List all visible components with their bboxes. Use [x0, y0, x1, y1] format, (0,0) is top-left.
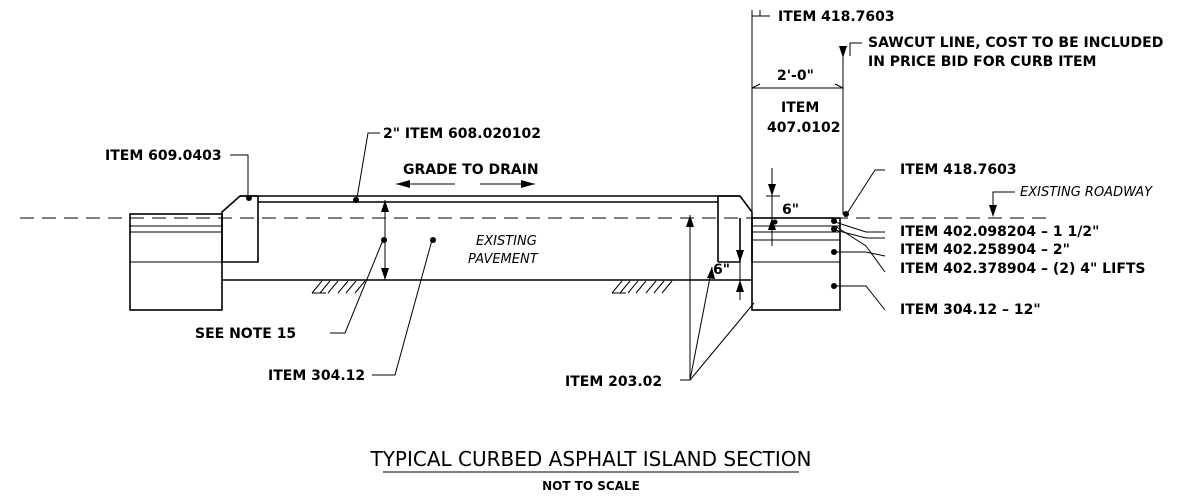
label-item-402-098204: ITEM 402.098204 – 1 1/2" [900, 224, 1099, 240]
label-item-608: 2" ITEM 608.020102 [383, 126, 541, 142]
label-sawcut-line2: IN PRICE BID FOR CURB ITEM [868, 54, 1096, 70]
left-roadway-block [129, 213, 223, 311]
label-item-418-top: ITEM 418.7603 [778, 9, 895, 25]
island-surface [222, 195, 752, 281]
label-item-402-258904: ITEM 402.258904 – 2" [900, 242, 1070, 258]
diagram-title: TYPICAL CURBED ASPHALT ISLAND SECTION [370, 447, 812, 471]
label-existing-roadway: EXISTING ROADWAY [1020, 185, 1153, 200]
label-curb-item-2: 407.0102 [767, 120, 841, 136]
label-item-304-12-right: ITEM 304.12 – 12" [900, 302, 1041, 318]
label-item-418-right: ITEM 418.7603 [900, 162, 1017, 178]
left-curb [221, 195, 259, 263]
label-existing-pavement-2: PAVEMENT [468, 252, 539, 267]
ground-hatch-right [611, 280, 673, 294]
label-item-402-378904: ITEM 402.378904 – (2) 4" LIFTS [900, 261, 1146, 277]
label-dim-2ft: 2'-0" [777, 68, 814, 84]
label-see-note-15: SEE NOTE 15 [195, 326, 296, 342]
right-curb [717, 195, 753, 262]
label-existing-pavement-1: EXISTING [476, 234, 537, 249]
label-dim-6in-top: 6" [782, 202, 799, 218]
label-curb-item-1: ITEM [781, 100, 819, 116]
label-item-203-02: ITEM 203.02 [565, 374, 662, 390]
right-pavement-structure [751, 217, 841, 311]
ground-hatch-left [311, 280, 366, 294]
label-item-304-12-left: ITEM 304.12 [268, 368, 365, 384]
label-item-609: ITEM 609.0403 [105, 148, 222, 164]
diagram-subtitle: NOT TO SCALE [542, 479, 640, 493]
label-sawcut-line1: SAWCUT LINE, COST TO BE INCLUDED [868, 35, 1163, 51]
label-dim-6in-bottom: 6" [713, 262, 730, 278]
label-grade-to-drain: GRADE TO DRAIN [403, 162, 539, 178]
